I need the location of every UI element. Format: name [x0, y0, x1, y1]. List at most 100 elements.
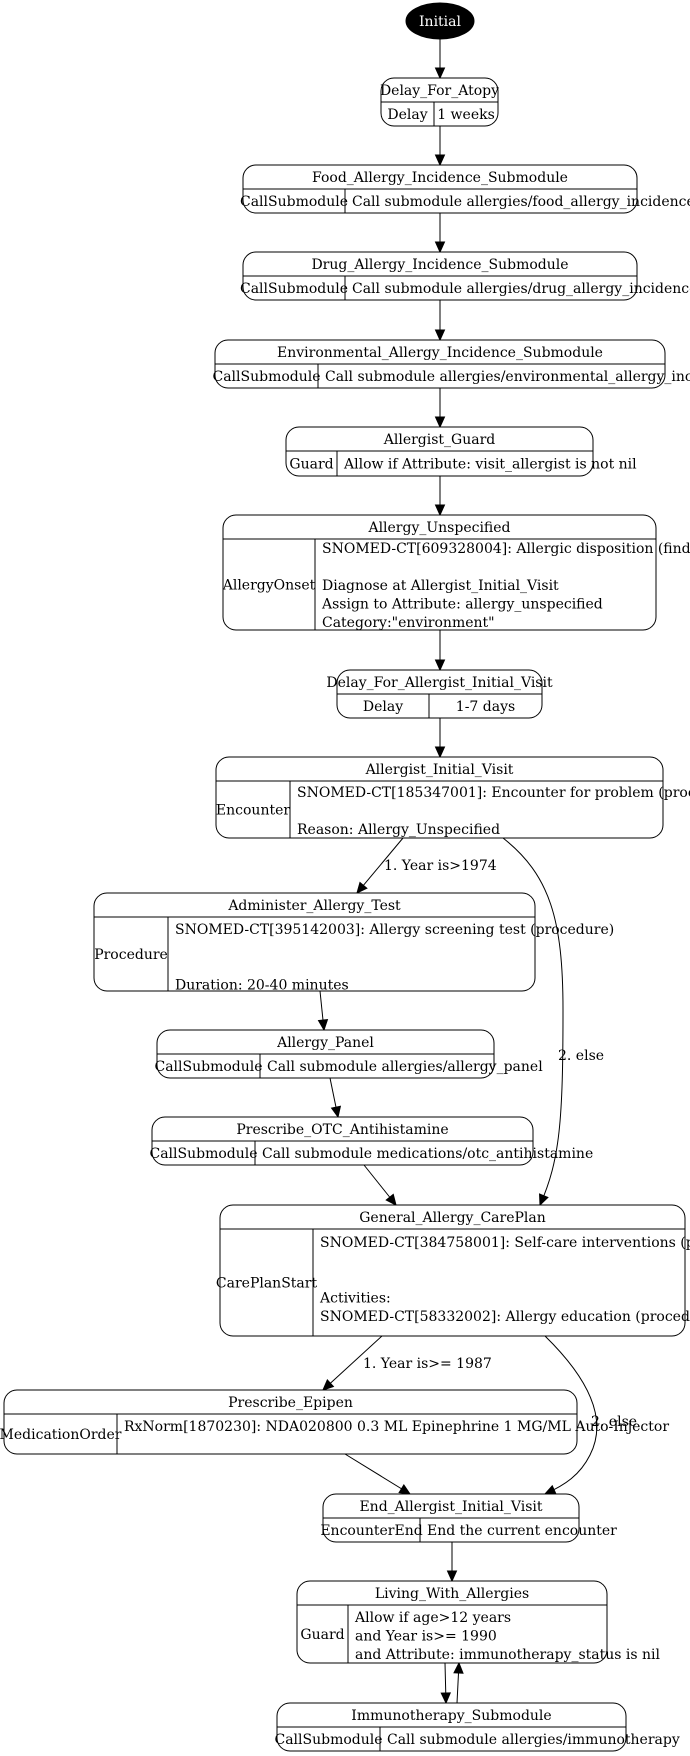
state-title: Prescribe_OTC_Antihistamine: [236, 1122, 448, 1138]
state-type: Encounter: [216, 803, 290, 819]
edge-careplan-to-end: [544, 1335, 598, 1495]
state-detail-line: Assign to Attribute: allergy_unspecified: [321, 597, 603, 613]
edge-otc-to-careplan-arrowhead: [385, 1193, 397, 1206]
edge-visit-to-test: [356, 837, 404, 894]
state-detail-line: SNOMED-CT[609328004]: Allergic dispositi…: [322, 541, 690, 557]
state-title: Allergy_Unspecified: [367, 520, 510, 536]
edge-careplan-to-end-arrowhead: [543, 1484, 557, 1495]
state-detail-line: Category:"environment": [322, 615, 495, 631]
state-detail-line: Reason: Allergy_Unspecified: [297, 822, 500, 838]
state-type: Delay: [363, 699, 403, 715]
state-type: EncounterEnd: [320, 1523, 422, 1539]
edge-immuno-to-living-arrowhead: [453, 1661, 464, 1674]
state-detail-line: and Year is>= 1990: [355, 1629, 497, 1645]
edge-visit-to-careplan: [502, 837, 564, 1206]
state-box: [222, 514, 657, 631]
initial-node-shape: [405, 2, 475, 40]
edge-initial-to-delay-atopy-arrowhead: [434, 67, 446, 80]
state-title: Prescribe_Epipen: [228, 1395, 353, 1411]
state-type: Delay: [387, 107, 427, 123]
edge-epipen-to-end-arrowhead: [398, 1484, 412, 1495]
state-test[interactable]: Administer_Allergy_TestProcedureSNOMED-C…: [93, 892, 614, 994]
edge-unspecified-to-delay-visit-arrowhead: [434, 659, 446, 672]
edge-delay-visit-to-visit-arrowhead: [434, 746, 446, 759]
state-title: Environmental_Allergy_Incidence_Submodul…: [277, 345, 603, 361]
state-food[interactable]: Food_Allergy_Incidence_SubmoduleCallSubm…: [240, 164, 690, 214]
state-type: CallSubmodule: [154, 1059, 262, 1075]
edge-label: 1. Year is>= 1987: [363, 1356, 492, 1372]
state-title: Delay_For_Atopy: [380, 83, 499, 99]
state-type: CallSubmodule: [274, 1732, 382, 1748]
state-detail-line: Call submodule medications/otc_antihista…: [262, 1146, 593, 1162]
state-detail-line: Call submodule allergies/drug_allergy_in…: [352, 281, 690, 297]
state-careplan[interactable]: General_Allergy_CarePlanCarePlanStartSNO…: [216, 1204, 690, 1337]
state-detail-line: 1 weeks: [437, 107, 495, 123]
state-type: Guard: [300, 1627, 344, 1643]
edge-visit-to-test-arrowhead: [356, 881, 368, 894]
edge-careplan-to-epipen-arrowhead: [322, 1379, 335, 1391]
state-box: [219, 1204, 686, 1337]
state-detail-line: Call submodule allergies/environmental_a…: [325, 369, 690, 385]
state-title: Allergy_Panel: [276, 1035, 374, 1051]
state-type: CallSubmodule: [212, 369, 320, 385]
state-drug[interactable]: Drug_Allergy_Incidence_SubmoduleCallSubm…: [240, 251, 690, 301]
state-type: CallSubmodule: [240, 281, 348, 297]
state-type: Guard: [289, 457, 333, 473]
state-type: Procedure: [94, 947, 168, 963]
edge-careplan-to-epipen: [322, 1335, 383, 1391]
state-initial[interactable]: Initial: [405, 2, 475, 40]
state-detail-line: Duration: 20-40 minutes: [175, 978, 349, 994]
state-detail-line: Allow if Attribute: visit_allergist is n…: [343, 457, 637, 473]
state-type: CarePlanStart: [216, 1276, 318, 1292]
state-otc[interactable]: Prescribe_OTC_AntihistamineCallSubmodule…: [149, 1116, 593, 1166]
state-box: [3, 1389, 578, 1455]
edge-delay-atopy-to-food-arrowhead: [434, 154, 446, 167]
state-type: AllergyOnset: [222, 578, 316, 594]
state-detail-line: Call submodule allergies/allergy_panel: [267, 1059, 543, 1075]
state-box: [215, 756, 664, 839]
edge-panel-to-otc-arrowhead: [330, 1105, 342, 1119]
state-title: Allergist_Initial_Visit: [365, 762, 514, 778]
initial-node-label: Initial: [419, 14, 461, 30]
state-env[interactable]: Environmental_Allergy_Incidence_Submodul…: [212, 339, 690, 389]
edge-end-to-living-arrowhead: [446, 1570, 458, 1583]
state-detail-line: SNOMED-CT[58332002]: Allergy education (…: [320, 1309, 690, 1325]
edge-living-to-immuno-arrowhead: [440, 1692, 452, 1705]
state-title: Delay_For_Allergist_Initial_Visit: [326, 675, 553, 691]
state-detail-line: Allow if age>12 years: [354, 1610, 511, 1626]
state-title: General_Allergy_CarePlan: [359, 1210, 546, 1226]
state-title: End_Allergist_Initial_Visit: [359, 1499, 542, 1515]
state-detail-line: Call submodule allergies/immunotherapy: [387, 1732, 680, 1748]
state-visit[interactable]: Allergist_Initial_VisitEncounterSNOMED-C…: [215, 756, 690, 839]
edge-food-to-drug-arrowhead: [434, 241, 446, 254]
edge-guard-to-unspecified-arrowhead: [434, 504, 446, 517]
state-type: CallSubmodule: [240, 194, 348, 210]
edge-test-to-panel-arrowhead: [317, 1019, 329, 1032]
state-detail-line: and Attribute: immunotherapy_status is n…: [355, 1647, 660, 1663]
state-detail-line: Call submodule allergies/food_allergy_in…: [352, 194, 690, 210]
state-title: Administer_Allergy_Test: [227, 898, 401, 914]
state-title: Allergist_Guard: [383, 432, 496, 448]
edge-visit-to-careplan-arrowhead: [539, 1193, 549, 1207]
edge-label: 2. else: [558, 1048, 604, 1064]
state-title: Living_With_Allergies: [375, 1586, 529, 1602]
state-detail-line: Diagnose at Allergist_Initial_Visit: [322, 578, 559, 594]
state-detail-line: 1-7 days: [456, 699, 515, 715]
state-type: CallSubmodule: [149, 1146, 257, 1162]
state-detail-line: End the current encounter: [427, 1523, 617, 1539]
state-detail-line: Activities:: [319, 1291, 391, 1307]
edge-label: 2. else: [591, 1414, 637, 1430]
state-box: [296, 1580, 608, 1664]
state-detail-line: RxNorm[1870230]: NDA020800 0.3 ML Epinep…: [124, 1419, 669, 1435]
edge-env-to-guard-arrowhead: [434, 416, 446, 429]
